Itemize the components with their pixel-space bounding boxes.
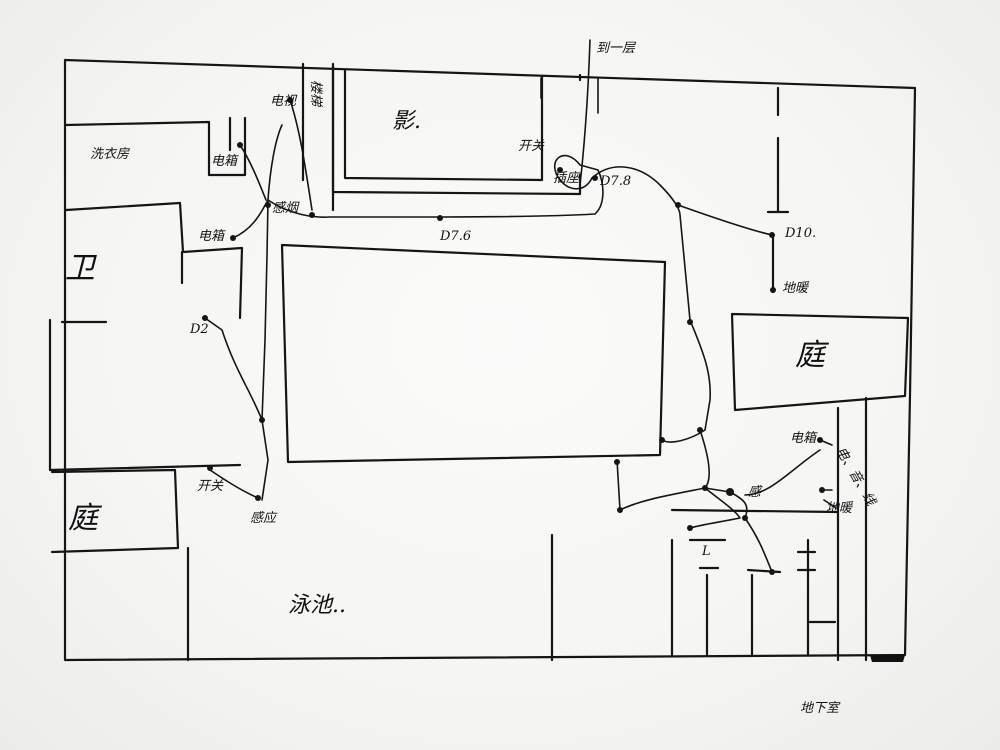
sensor-mid-label: 感 <box>748 485 763 500</box>
d78-label: D7.8 <box>599 174 631 189</box>
junction-dot <box>287 97 293 103</box>
wiring-lower-right <box>616 429 821 573</box>
right-marks-label: 电、音、线 <box>833 444 880 509</box>
smoke-top-label: 感烟 <box>272 201 300 216</box>
junction-dot <box>697 427 703 433</box>
junction-dot <box>557 167 563 173</box>
junction-dot <box>675 202 681 208</box>
basement-label: 地下室 <box>800 700 841 716</box>
d76-label: D7.6 <box>439 229 471 244</box>
to-first-floor-label: 到一层 <box>596 41 637 56</box>
junction-dot <box>687 525 693 531</box>
lower-right-bracket <box>670 538 837 657</box>
junction-dot <box>614 459 620 465</box>
junction-dot <box>202 315 208 321</box>
right-mark-2-label: 地暖 <box>826 501 854 516</box>
stairs-wall <box>301 62 335 212</box>
junction-dot <box>726 488 734 496</box>
electric-box-left-label: 电箱 <box>198 229 226 244</box>
wiring-left <box>204 144 269 501</box>
junction-dot <box>659 437 665 443</box>
junction-dot <box>259 417 265 423</box>
top-left-mark-label: 电视 <box>270 94 298 109</box>
pool-label: 泳池.. <box>288 593 346 618</box>
wiring-stairs <box>267 99 313 211</box>
right-partition-top <box>766 86 790 214</box>
junction-dot <box>265 202 271 208</box>
junction-dot <box>702 485 708 491</box>
left-wall-lower <box>48 318 242 472</box>
wiring-right-branch <box>819 439 837 509</box>
junction-dot <box>817 437 823 443</box>
electric-box-small-label: 电箱 <box>211 154 239 169</box>
lower-right-room <box>670 396 868 662</box>
laundry-label: 洗衣房 <box>90 147 130 162</box>
stairs-label: 楼梯 <box>308 80 323 108</box>
central-room-wall <box>280 243 667 464</box>
wiring-up <box>579 39 591 186</box>
junction-dot <box>207 465 213 471</box>
courtyard-left-wall <box>50 468 190 662</box>
d10-label: D10. <box>784 226 816 241</box>
junction-dot <box>742 515 748 521</box>
wiring-to-d78 <box>591 166 711 443</box>
upper-room-divider <box>540 77 599 114</box>
smoke-bottom-label: 感应 <box>250 510 278 526</box>
bathroom-label: 卫 <box>65 251 97 286</box>
wiring-main <box>232 154 604 239</box>
switch-bottom-label: 开关 <box>197 479 224 494</box>
junction-dot <box>687 319 693 325</box>
junction-dot <box>769 569 775 575</box>
switch-top-label: 开关 <box>518 139 545 154</box>
floor-heating-label: 地暖 <box>782 281 810 296</box>
wiring-d10 <box>677 204 773 236</box>
courtyard-left-label: 庭 <box>68 501 103 536</box>
junction-dot <box>617 507 623 513</box>
junction-dot <box>437 215 443 221</box>
room-label-upper: 影. <box>392 109 421 134</box>
junction-dot <box>819 487 825 493</box>
junction-dot <box>592 175 598 181</box>
upper-room-inner <box>343 68 544 182</box>
bracket-mark-label: L <box>701 544 711 559</box>
outlet-top-label: 插座 <box>553 170 581 186</box>
junction-dot <box>237 142 243 148</box>
junction-dot <box>255 495 261 501</box>
laundry-wall <box>64 116 247 177</box>
bathroom-wall <box>64 201 244 320</box>
ink-blot <box>870 655 905 662</box>
d2-label: D2 <box>189 322 209 337</box>
junction-dot <box>230 235 236 241</box>
junction-dot <box>309 212 315 218</box>
courtyard-right-wall <box>730 312 910 412</box>
outer-wall <box>63 58 917 662</box>
courtyard-right-label: 庭 <box>795 338 830 373</box>
electric-box-right-label: 电箱 <box>790 431 818 446</box>
wiring-bottom-left <box>209 469 259 499</box>
junction-dot <box>770 287 776 293</box>
junction-dot <box>769 232 775 238</box>
